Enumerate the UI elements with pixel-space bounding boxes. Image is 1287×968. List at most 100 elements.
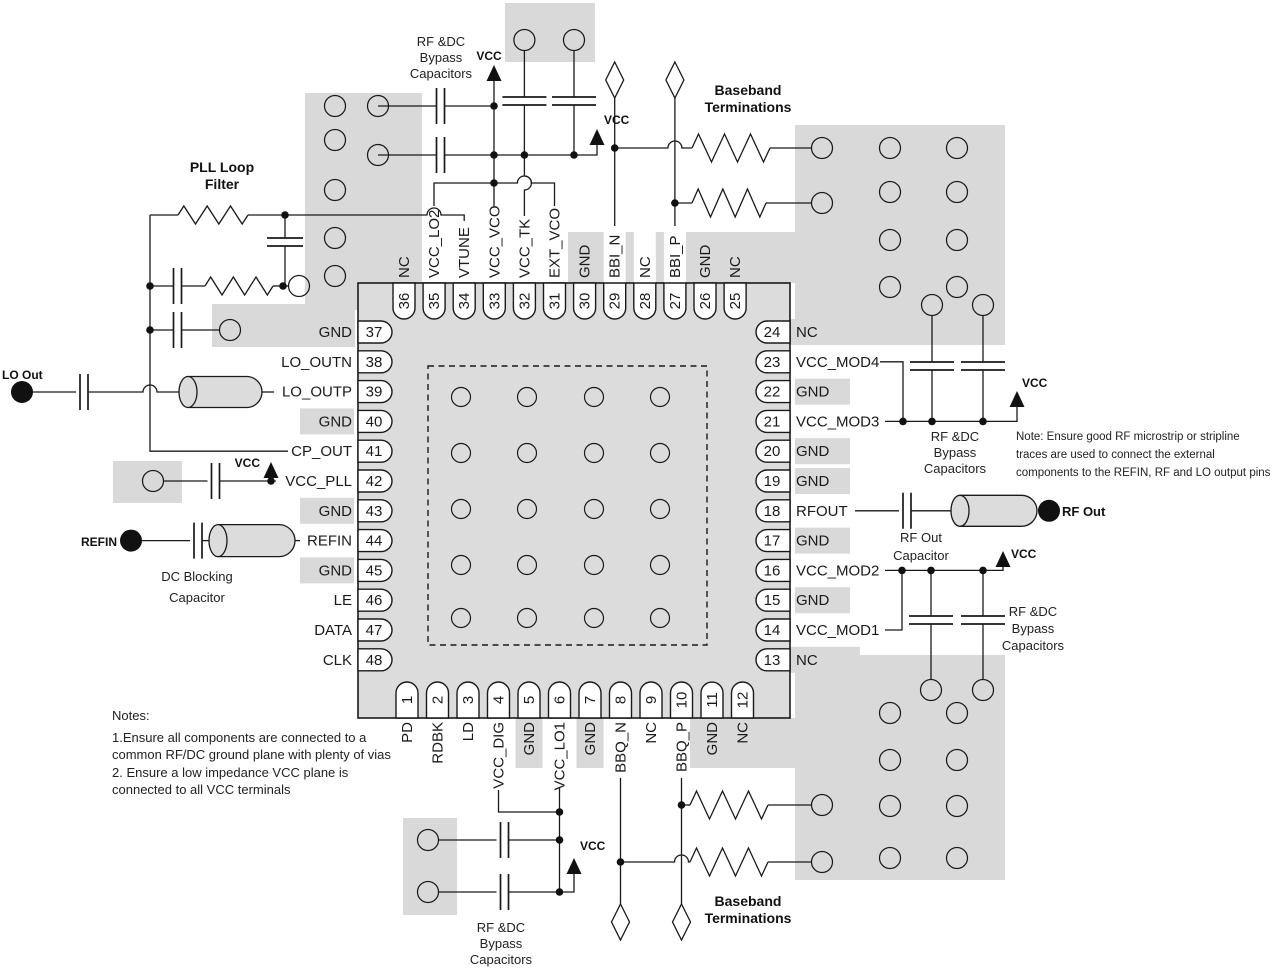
pin-number: 23 (764, 354, 781, 371)
junction-dot (555, 808, 564, 816)
pin-label: BBQ_N (613, 722, 630, 773)
pin-label: VCC_VCO (486, 205, 503, 278)
pin-13 (755, 648, 791, 672)
thermal-via (450, 386, 472, 408)
junction-dot (555, 836, 564, 844)
pin-30 (572, 282, 597, 320)
bypass-caps-label-right-top: Capacitors (924, 461, 987, 476)
pin-26 (693, 282, 717, 320)
vcc-label: VCC (235, 456, 261, 470)
thermal-via (516, 386, 538, 408)
design-notes: Notes: (112, 708, 150, 723)
via-pad (287, 274, 311, 298)
pin-label: VCC_LO2 (426, 210, 443, 278)
vcc-label: VCC (476, 49, 502, 63)
pin-29 (603, 282, 627, 320)
ground-plane-region (795, 527, 850, 554)
via-pad (366, 94, 390, 118)
test-point-diamond (665, 60, 685, 100)
ground-plane-region (795, 438, 850, 465)
pin-number: 10 (674, 692, 691, 709)
pin-40 (357, 409, 393, 434)
resistor-symbol (691, 132, 771, 164)
capacitor-symbol (435, 137, 446, 173)
thermal-via (516, 498, 538, 520)
pin-label: CLK (323, 652, 352, 669)
thermal-via (649, 554, 671, 576)
via-pad (323, 264, 347, 288)
pin-15 (755, 588, 791, 612)
pin-number: 13 (764, 652, 781, 669)
pin-number: 33 (486, 293, 503, 310)
pin-label: VCC_MOD1 (796, 622, 879, 639)
pin-label: VCC_DIG (491, 722, 508, 789)
wire (149, 215, 288, 452)
pin-label: GND (521, 722, 538, 756)
capacitor-symbol (961, 361, 1005, 371)
thermal-via (649, 498, 671, 520)
pin-9 (639, 681, 663, 719)
resistor-symbol (177, 204, 249, 226)
layout-note: components to the REFIN, RF and LO outpu… (1016, 467, 1271, 479)
pin-label: NC (796, 324, 818, 341)
pin-8 (608, 681, 633, 719)
via-pad (562, 28, 586, 52)
thermal-via (450, 442, 472, 464)
via-pad (878, 748, 902, 772)
pin-number: 5 (521, 696, 538, 704)
wire (620, 854, 690, 863)
thermal-via (583, 442, 605, 464)
ground-plane-region (795, 655, 1005, 880)
pin-number: 7 (582, 696, 599, 704)
junction-dot (570, 151, 578, 159)
via-pad (323, 94, 347, 118)
test-point-diamond (671, 902, 692, 942)
via-pad (945, 748, 969, 772)
pin-label: LO_OUTP (282, 384, 352, 401)
pin-number: 44 (366, 533, 383, 550)
via-pad (919, 678, 943, 702)
wire (614, 140, 692, 149)
pin-number: 1 (399, 696, 416, 704)
pin-number: 40 (366, 413, 383, 430)
pin-label: RFOUT (796, 503, 848, 520)
pin-number: 39 (366, 384, 383, 401)
thermal-via (649, 607, 671, 629)
pin-2 (425, 681, 450, 719)
pin-27 (663, 282, 687, 320)
pin-28 (633, 282, 657, 320)
chip-body (357, 282, 791, 719)
vcc-arrow-icon (263, 462, 279, 478)
thermal-via (450, 498, 472, 520)
baseband-terminations-label-bottom: Baseband (715, 893, 782, 909)
pin-5 (517, 681, 541, 719)
vcc-arrow-icon (589, 129, 605, 145)
refin-port-label: REFIN (81, 535, 117, 549)
test-point-diamond (610, 902, 631, 942)
pin-number: 3 (460, 696, 477, 704)
pin-label: VCC_MOD3 (796, 413, 879, 430)
pin-label: VCC_LO1 (552, 722, 569, 790)
cylinder-component (187, 375, 263, 409)
wire (885, 570, 903, 631)
test-point-diamond (604, 60, 625, 100)
ground-plane-region (403, 818, 457, 915)
pin-number: 27 (667, 293, 684, 310)
pin-label: NC (796, 652, 818, 669)
bypass-caps-label-bottom: Bypass (480, 936, 523, 951)
label-backplate (633, 229, 656, 283)
junction-dot (267, 477, 275, 485)
pll-loop-filter-label: Filter (205, 176, 240, 192)
pin-number: 43 (366, 503, 383, 520)
thermal-via (516, 554, 538, 576)
pin-45 (357, 558, 393, 583)
pin-label: GND (319, 562, 353, 579)
pin-number: 18 (764, 503, 781, 520)
pin-label: GND (319, 324, 353, 341)
via-pad (810, 793, 834, 817)
pin-number: 26 (697, 293, 714, 310)
ground-plane-region (300, 557, 354, 584)
wire (88, 384, 188, 393)
thermal-via (649, 442, 671, 464)
